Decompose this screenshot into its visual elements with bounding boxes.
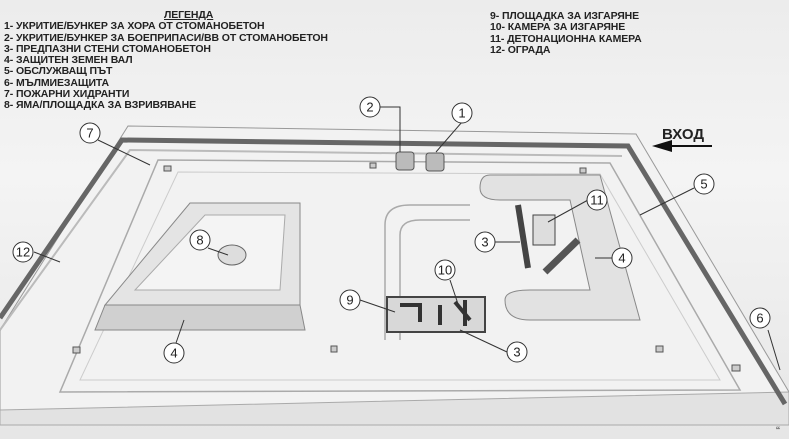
entry-arrow-head xyxy=(652,140,672,152)
callout-leaders xyxy=(33,106,781,371)
callout-6: 6 xyxy=(756,311,763,326)
platform-edge xyxy=(0,391,789,426)
legend-item: 10- КАМЕРА ЗА ИЗГАРЯНЕ xyxy=(490,21,626,34)
protective-wall-2 xyxy=(542,237,581,275)
service-road xyxy=(58,159,742,393)
entry-label: ВХОД xyxy=(662,126,705,143)
legend-item: 1- УКРИТИЕ/БУНКЕР ЗА ХОРА ОТ СТОМАНОБЕТО… xyxy=(4,20,265,33)
earth-berm-left-base xyxy=(94,304,306,331)
bunker-ammo xyxy=(395,151,415,171)
burning-pad xyxy=(386,296,486,333)
legend-item: 7- ПОЖАРНИ ХИДРАНТИ xyxy=(4,88,130,101)
callout-4-right: 4 xyxy=(618,251,625,266)
callout-2: 2 xyxy=(366,100,373,115)
legend-left: ЛЕГЕНДА 1- УКРИТИЕ/БУНКЕР ЗА ХОРА ОТ СТО… xyxy=(4,9,328,112)
legend-item: 3- ПРЕДПАЗНИ СТЕНИ СТОМАНОБЕТОН xyxy=(4,42,211,55)
bunker-personnel xyxy=(425,152,445,172)
fence xyxy=(0,137,788,406)
legend-item: 12- ОГРАДА xyxy=(490,43,551,56)
callout-8: 8 xyxy=(196,233,203,248)
central-road xyxy=(384,204,470,340)
legend-item: 8- ЯМА/ПЛОЩАДКА ЗА ВЗРИВЯВАНЕ xyxy=(4,99,197,112)
trailing-mark: “ xyxy=(776,424,780,438)
legend-item: 5- ОБСЛУЖВАЩ ПЪТ xyxy=(4,65,113,78)
detonation-pit xyxy=(217,244,247,266)
callouts xyxy=(12,96,771,364)
legend-right: 9- ПЛОЩАДКА ЗА ИЗГАРЯНЕ 10- КАМЕРА ЗА ИЗ… xyxy=(490,10,642,56)
callout-1: 1 xyxy=(458,106,465,121)
fence-rail xyxy=(0,148,623,331)
fire-hydrants xyxy=(72,162,741,372)
callout-7: 7 xyxy=(86,126,93,141)
legend-item: 4- ЗАЩИТЕН ЗЕМЕН ВАЛ xyxy=(4,54,133,67)
callout-3-upper: 3 xyxy=(481,235,488,250)
detonation-chamber xyxy=(532,214,556,246)
earth-berm-right xyxy=(479,174,641,321)
earth-berm-left-inner xyxy=(133,214,286,291)
legend-item: 2- УКРИТИЕ/БУНКЕР ЗА БОЕПРИПАСИ/ВВ ОТ СТ… xyxy=(4,31,328,44)
callout-4-left: 4 xyxy=(170,346,177,361)
legend-item: 11- ДЕТОНАЦИОННА КАМЕРА xyxy=(490,32,642,45)
legend-item: 6- МЪЛМИЕЗАЩИТА xyxy=(4,76,110,89)
callout-9: 9 xyxy=(346,293,353,308)
protective-wall xyxy=(515,204,531,269)
callout-10: 10 xyxy=(438,263,452,278)
legend-title: ЛЕГЕНДА xyxy=(164,9,214,21)
callout-5: 5 xyxy=(700,177,707,192)
legend-item: 9- ПЛОЩАДКА ЗА ИЗГАРЯНЕ xyxy=(490,10,640,22)
callout-11: 11 xyxy=(590,193,604,208)
callout-12: 12 xyxy=(16,245,30,260)
callout-3-lower: 3 xyxy=(513,345,520,360)
burning-chamber xyxy=(400,300,472,326)
